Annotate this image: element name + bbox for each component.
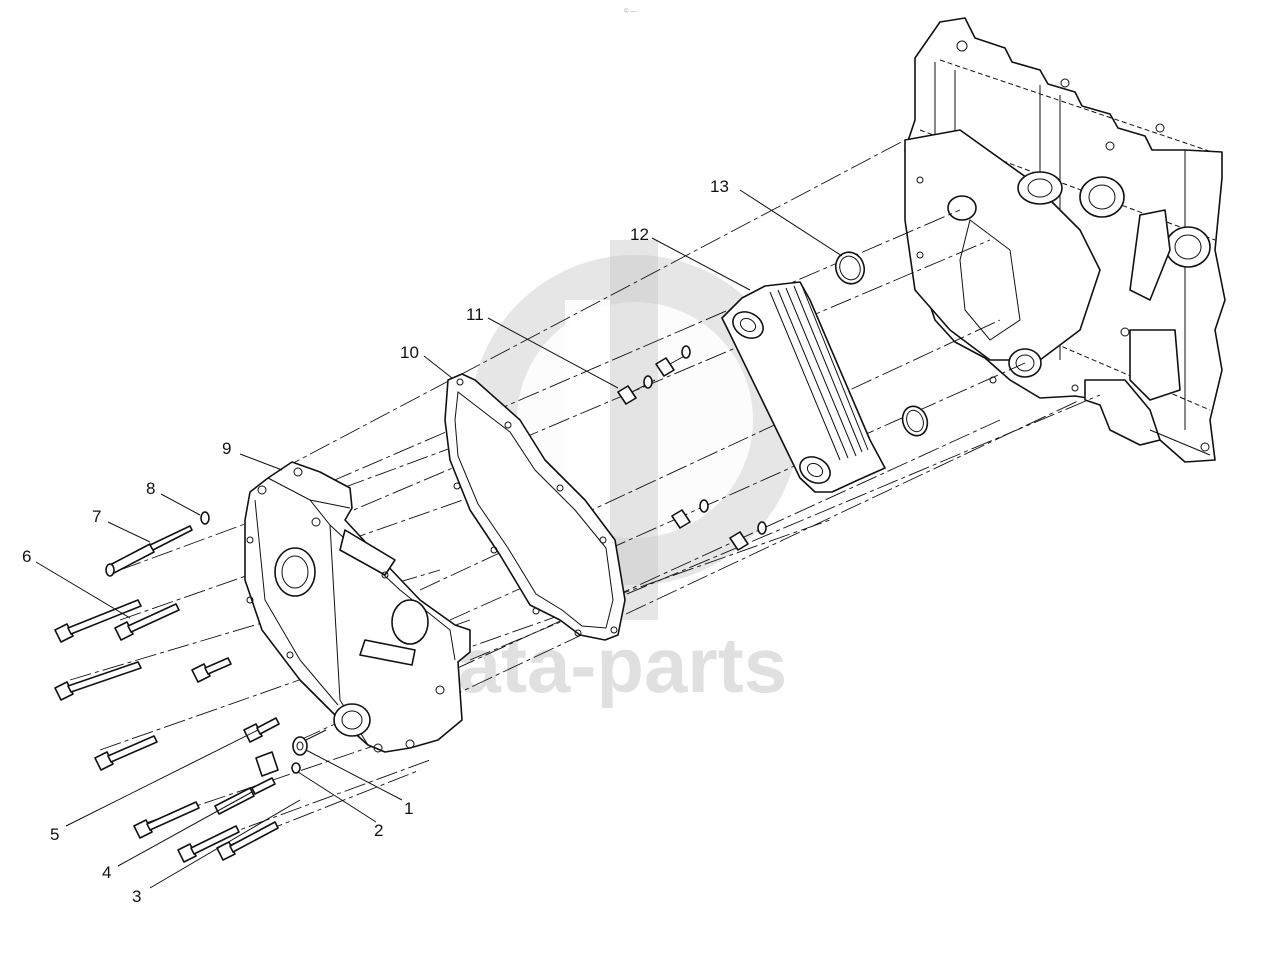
callout-13: 13	[710, 177, 729, 196]
part-13-o-ring	[834, 251, 929, 437]
part-3-bolts	[177, 821, 279, 863]
callout-4: 4	[102, 863, 111, 882]
callout-12: 12	[630, 225, 649, 244]
part-8-washer	[200, 511, 210, 525]
top-mark: © —	[624, 8, 636, 15]
part-9-gear-cover	[244, 461, 471, 753]
part-1-seal	[292, 729, 327, 756]
callout-6: 6	[22, 547, 31, 566]
callout-11: 11	[466, 305, 484, 324]
part-2-plug	[255, 751, 301, 777]
part-4-studs	[133, 777, 276, 839]
callout-3: 3	[132, 887, 141, 906]
engine-block	[904, 17, 1226, 463]
callout-10: 10	[400, 343, 419, 362]
part-10-gasket	[444, 373, 626, 641]
callout-labels: 1 2 3 4 5 6 7 8 9 10 11 12 13	[22, 177, 729, 906]
callout-7: 7	[92, 507, 101, 526]
callout-9: 9	[222, 439, 231, 458]
callout-5: 5	[50, 825, 59, 844]
part-12-oil-cooler	[721, 281, 886, 493]
callout-8: 8	[146, 479, 155, 498]
callout-2: 2	[374, 821, 383, 840]
part-5-bolts	[191, 657, 280, 743]
leader-lines	[35, 189, 843, 889]
callout-1: 1	[404, 799, 413, 818]
part-7-stud	[105, 525, 193, 577]
part-11-screws	[617, 345, 767, 551]
